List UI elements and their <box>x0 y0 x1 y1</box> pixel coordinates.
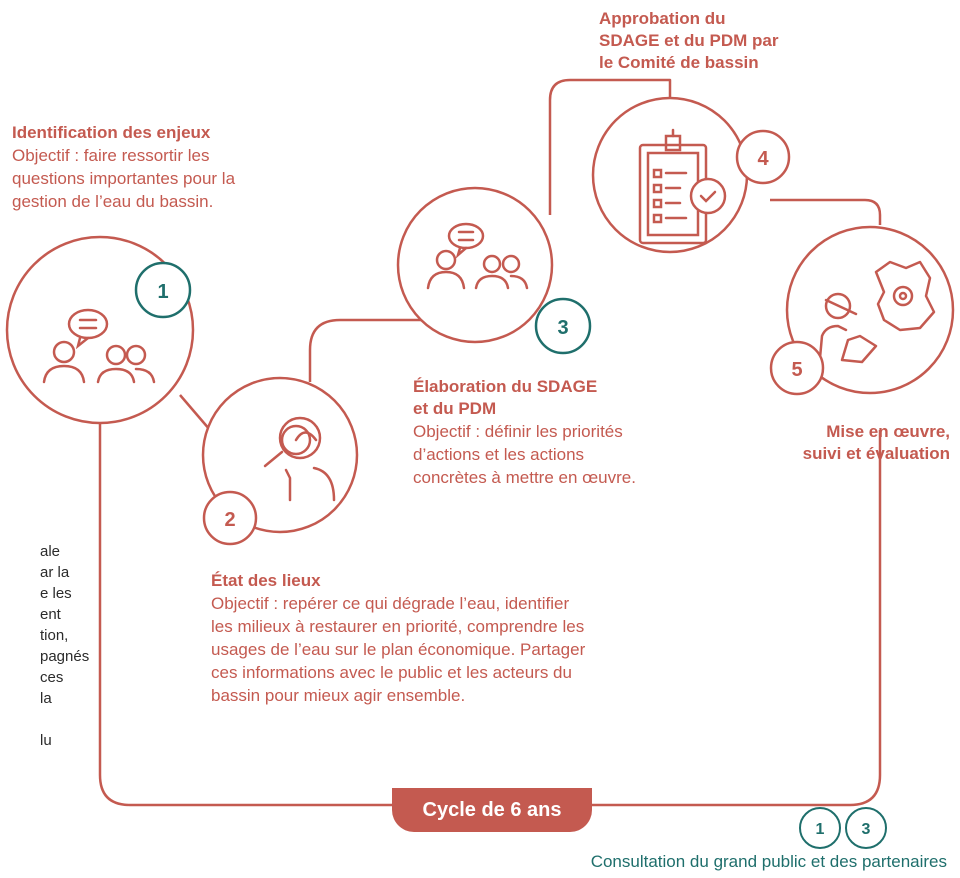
step-1-block: Identification des enjeux Objectif : fai… <box>12 122 235 213</box>
consultation-label: Consultation du grand public et des part… <box>590 852 947 871</box>
step-2-body-line: les milieux à restaurer en priorité, com… <box>211 617 585 636</box>
step-5-block: Mise en œuvre, suivi et évaluation <box>803 421 950 465</box>
step-2-body-line: ces informations avec le public et les a… <box>211 663 572 682</box>
step-2-badge <box>202 490 258 546</box>
step-1-title: Identification des enjeux <box>12 123 211 142</box>
step-1-body-line: Objectif : faire ressortir les <box>12 146 210 165</box>
step-3-title-line: et du PDM <box>413 399 497 418</box>
step-1-body-line: questions importantes pour la <box>12 169 236 188</box>
people-discussion-icon <box>426 222 529 290</box>
side-text-line: pagnés <box>40 648 90 665</box>
step-4-badge <box>735 129 791 185</box>
step-4-block: Approbation du SDAGE et du PDM par le Co… <box>599 8 778 74</box>
consultation-badge-1 <box>799 807 841 849</box>
side-text: ale ar la e les ent tion, pagnés ces la … <box>40 541 89 751</box>
side-text-line: ent <box>40 606 61 623</box>
step-4-circle <box>591 96 749 254</box>
step-2-body-line: Objectif : repérer ce qui dégrade l’eau,… <box>211 594 570 613</box>
side-text-line: lu <box>40 732 52 749</box>
cycle-duration-label: Cycle de 6 ans <box>392 788 592 832</box>
people-discussion-icon <box>42 308 156 384</box>
step-3-number: 3 <box>557 317 568 339</box>
side-text-line: ces <box>40 669 64 686</box>
step-4-number: 4 <box>757 148 769 170</box>
step-1-number: 1 <box>157 281 168 303</box>
step-4-title-line: le Comité de bassin <box>599 53 759 72</box>
side-text-line: e les <box>40 585 72 602</box>
side-text-line: ar la <box>40 564 70 581</box>
step-1-body-line: gestion de l’eau du bassin. <box>12 192 214 211</box>
step-2-title: État des lieux <box>211 571 321 590</box>
consultation-badge-1-number: 1 <box>816 821 825 838</box>
side-text-line <box>40 709 89 730</box>
consultation-badge-3-number: 3 <box>862 821 871 838</box>
step-5-title-line: suivi et évaluation <box>802 444 950 463</box>
step-3-body-line: Objectif : définir les priorités <box>413 422 623 441</box>
step-3-circle <box>396 186 554 344</box>
magnifier-person-icon <box>263 416 336 502</box>
consultation-badge-3 <box>845 807 887 849</box>
step-2-body-line: usages de l’eau sur le plan économique. … <box>211 640 586 659</box>
step-3-badge <box>534 297 592 355</box>
step-3-title-line: Élaboration du SDAGE <box>413 377 598 396</box>
step-5-title-line: Mise en œuvre, <box>826 422 950 441</box>
step-2-body-line: bassin pour mieux agir ensemble. <box>211 686 466 705</box>
step-5-circle <box>785 225 955 395</box>
checklist-clipboard-icon <box>638 128 727 245</box>
step-5-badge <box>769 340 825 396</box>
side-text-line: la <box>40 690 52 707</box>
person-map-gear-icon <box>818 260 936 364</box>
step-1-badge <box>134 261 192 319</box>
step-4-title-line: SDAGE et du PDM par <box>599 31 779 50</box>
step-3-block: Élaboration du SDAGE et du PDM Objectif … <box>413 376 636 489</box>
step-2-number: 2 <box>224 509 235 531</box>
step-4-title-line: Approbation du <box>599 9 726 28</box>
step-2-block: État des lieux Objectif : repérer ce qui… <box>211 570 585 707</box>
side-text-line: ale <box>40 543 61 560</box>
side-text-line: tion, <box>40 627 69 644</box>
step-3-body-line: d’actions et les actions <box>413 445 585 464</box>
step-3-body-line: concrètes à mettre en œuvre. <box>413 468 636 487</box>
step-5-number: 5 <box>791 359 802 381</box>
